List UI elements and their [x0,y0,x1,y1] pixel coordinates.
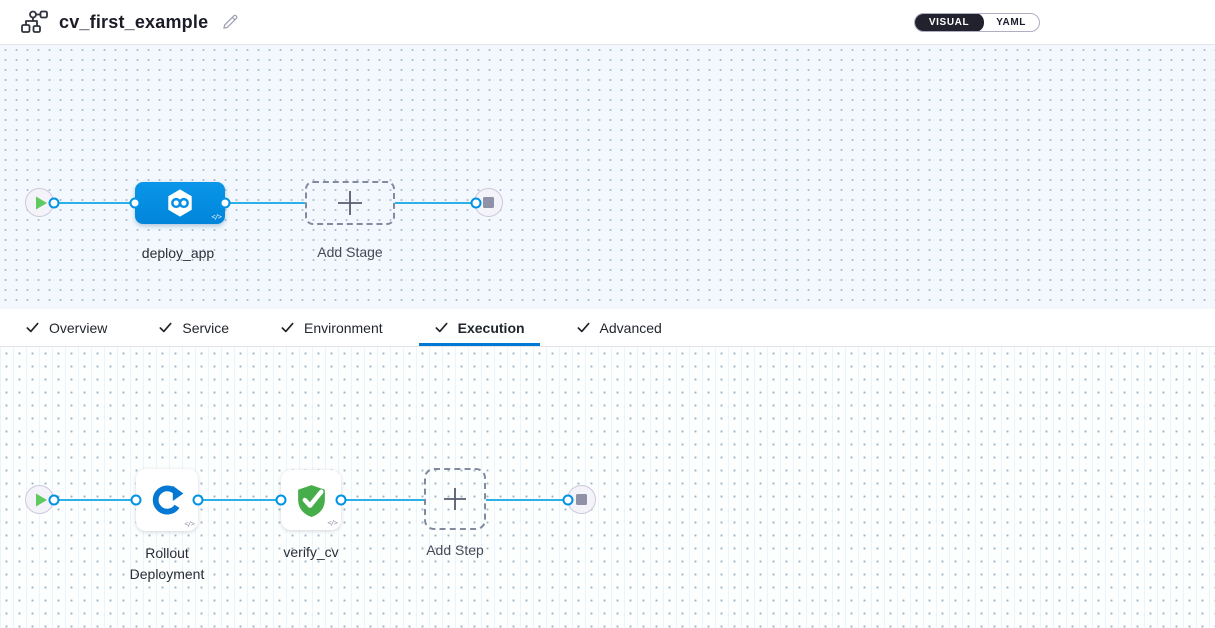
pipeline-start-node [25,188,54,217]
step-node-rollout-deployment[interactable]: </> [136,469,198,531]
edge-stage-to-addstage [225,202,305,204]
header: cv_first_example VISUAL YAML [0,0,1215,45]
visual-yaml-toggle: VISUAL YAML [913,13,1040,32]
plus-icon [335,188,365,218]
pipeline-graph-icon [20,10,48,34]
tab-overview[interactable]: Overview [10,309,122,346]
visual-toggle-button[interactable]: VISUAL [914,14,985,31]
play-icon [35,196,48,210]
tab-label: Advanced [599,319,662,336]
port-rollout-out[interactable] [192,494,204,506]
execution-canvas[interactable]: </> </> Rollout Deployment verify_cv Add… [0,347,1215,628]
edit-title-button[interactable] [219,11,241,33]
check-icon [25,320,40,335]
tab-label: Service [182,319,230,336]
port-stage-in[interactable] [129,197,141,209]
pipeline-title: cv_first_example [59,11,209,32]
check-icon [158,320,173,335]
port-rollout-in[interactable] [130,494,142,506]
verify-shield-check-icon [293,482,330,519]
port-stage-out[interactable] [219,197,231,209]
stage-config-tabs: Overview Service Environment Execution A… [0,309,1215,347]
step-node-verify-cv[interactable]: </> [281,470,341,530]
tab-service[interactable]: Service [143,309,244,346]
port-end-in[interactable] [562,494,574,506]
port-verify-out[interactable] [335,494,347,506]
play-icon [35,493,48,507]
code-icon: </> [184,520,195,528]
step-label-verify[interactable]: verify_cv [283,544,339,560]
edge-start-to-stage [40,202,135,204]
stop-icon [576,494,587,505]
step-label-rollout[interactable]: Rollout Deployment [129,545,205,582]
stage-node-deploy-app[interactable]: </> [135,182,225,224]
add-stage-label[interactable]: Add Stage [317,244,383,260]
port-verify-in[interactable] [275,494,287,506]
stage-canvas[interactable]: </> deploy_app Add Stage [0,45,1215,309]
edge-start-to-rollout [40,499,136,501]
cd-hexagon-infinity-icon [165,188,195,218]
add-step-label[interactable]: Add Step [426,542,484,558]
tab-execution[interactable]: Execution [418,309,540,346]
edge-rollout-to-verify [198,499,281,501]
yaml-toggle-button[interactable]: YAML [983,14,1039,31]
stage-label[interactable]: deploy_app [141,245,215,261]
pencil-icon [221,13,239,31]
stop-icon [483,197,494,208]
check-icon [280,320,295,335]
tab-advanced[interactable]: Advanced [561,309,677,346]
code-icon: </> [327,519,338,527]
edge-verify-to-addstep [341,499,424,501]
rollout-deployment-icon [148,481,186,519]
add-step-button[interactable] [424,468,486,530]
tab-label: Execution [457,319,525,336]
check-icon [434,320,449,335]
code-icon: </> [211,213,222,221]
tab-label: Environment [304,319,383,336]
check-icon [576,320,591,335]
add-stage-button[interactable] [305,181,395,225]
edge-addstep-to-end [486,499,569,501]
tab-label: Overview [49,319,108,336]
tab-environment[interactable]: Environment [265,309,398,346]
edge-addstage-to-end [395,202,476,204]
port-end-in[interactable] [470,197,482,209]
port-start-out[interactable] [48,494,60,506]
port-start-out[interactable] [48,197,60,209]
plus-icon [441,485,469,513]
